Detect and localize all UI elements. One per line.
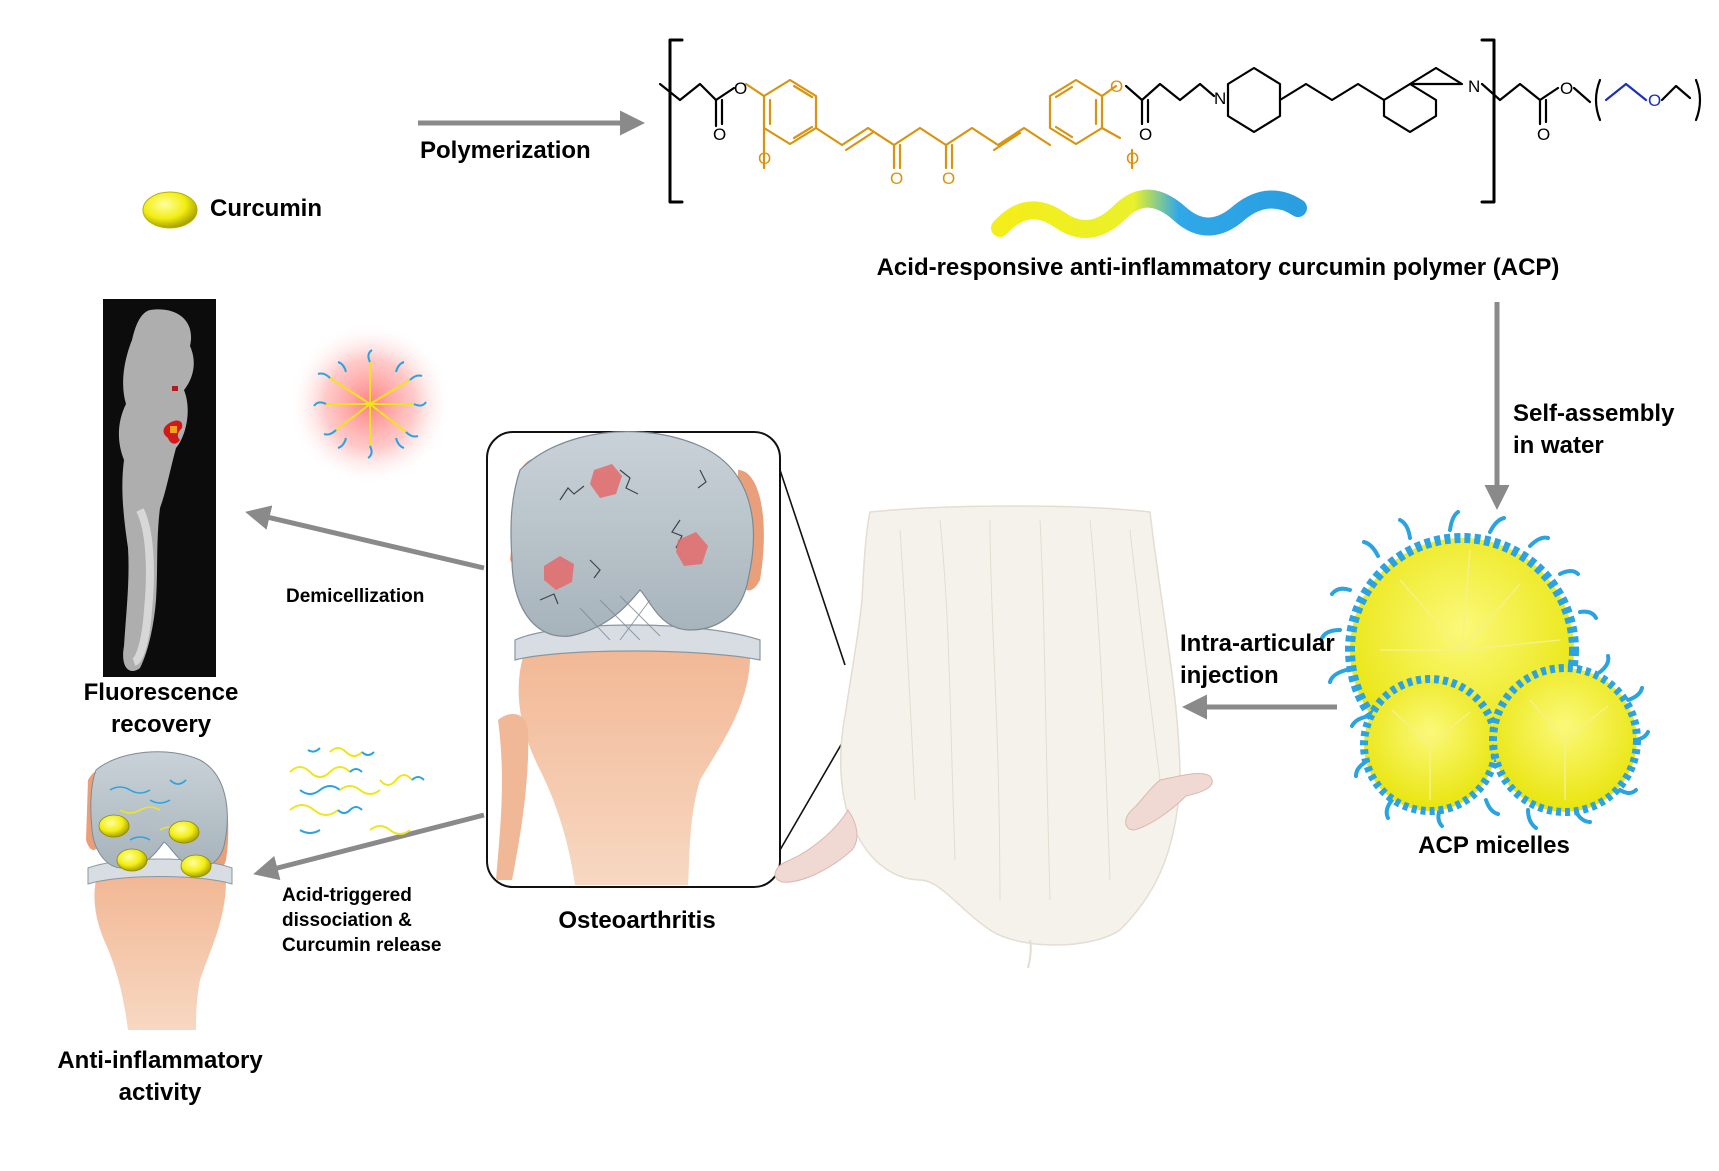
acid-triggered-line: dissociation & (282, 910, 412, 932)
self-assembly-label: Self-assembly in water (1513, 398, 1674, 463)
treated-knee-icon (86, 751, 233, 1030)
injection-line: Intra-articular (1180, 630, 1335, 657)
anti-inflammatory-line: Anti-inflammatory (57, 1047, 263, 1074)
dissociated-chains-icon (289, 747, 425, 835)
curcumin-ball-icon (142, 191, 198, 229)
injection-line: injection (1180, 662, 1279, 690)
atom-o: O (1560, 79, 1573, 98)
atom-n: N (1214, 89, 1226, 108)
atom-o: O (1648, 91, 1661, 110)
atom-o: O (890, 169, 903, 188)
atom-o: O (1139, 125, 1152, 144)
atom-o: O (1110, 77, 1123, 96)
atom-o: O (758, 149, 771, 168)
atom-o: O (1126, 149, 1139, 168)
arrow-acid-triggered (253, 812, 485, 881)
polymer-ribbon-icon (991, 189, 1307, 238)
fluorescence-line: Fluorescence (83, 679, 239, 706)
fluorescence-line: recovery (110, 711, 212, 739)
atom-o: O (713, 125, 726, 144)
polymer-structure (658, 38, 1702, 204)
atom-o: O (734, 79, 747, 98)
demicellization-label: Demicellization (286, 586, 425, 607)
atom-o: O (1537, 125, 1550, 144)
self-assembly-line: in water (1513, 432, 1604, 460)
self-assembly-line: Self-assembly (1513, 400, 1675, 427)
acid-triggered-line: Curcumin release (282, 935, 442, 957)
micelles-label: ACP micelles (1418, 832, 1570, 859)
fluorescence-recovery-label: Fluorescence recovery (84, 677, 239, 742)
atom-n: N (1468, 77, 1480, 96)
polymer-atom-labels: O O O O O O O O N N O O O (713, 77, 1661, 188)
curcumin-legend-label: Curcumin (210, 195, 323, 222)
arrow-demicellization (245, 505, 485, 571)
anti-inflammatory-line: activity (118, 1079, 202, 1107)
injection-label: Intra-articular injection (1180, 628, 1335, 693)
polymer-caption: Acid-responsive anti-inflammatory curcum… (876, 254, 1560, 281)
rat-hindlimb-illustration (774, 505, 1213, 969)
osteoarthritis-label: Osteoarthritis (558, 907, 716, 934)
glowing-micelle-icon (288, 322, 452, 486)
fluorescence-image (103, 299, 216, 677)
polymerization-label: Polymerization (420, 137, 591, 164)
acid-triggered-label: Acid-triggered dissociation & Curcumin r… (282, 883, 441, 958)
anti-inflammatory-label: Anti-inflammatory activity (57, 1045, 262, 1110)
osteoarthritis-knee-inset (486, 431, 781, 888)
acid-triggered-line: Acid-triggered (282, 885, 412, 906)
zoom-connector (779, 469, 846, 666)
zoom-connector (779, 737, 846, 851)
atom-o: O (942, 169, 955, 188)
acp-micelles-icon (1320, 510, 1650, 830)
